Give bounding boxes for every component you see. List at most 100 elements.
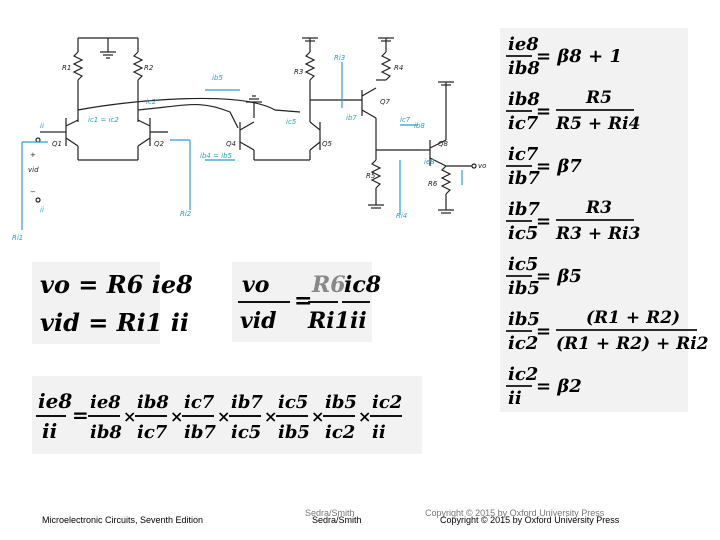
ib4-label: ib4 = ib5 bbox=[200, 152, 233, 160]
right-eq-rhs-num-5: (R1 + R2) bbox=[586, 308, 680, 328]
ic1-label: ic1 = ic2 bbox=[88, 116, 119, 124]
right-eq-rhs-den-1: R5 + Ri4 bbox=[555, 114, 640, 134]
authors-a: Sedra/Smith bbox=[305, 508, 355, 518]
right-eq-den-3: ic5 bbox=[508, 223, 538, 244]
chain-factor-num-2: ic7 bbox=[184, 392, 215, 413]
right-eq-den-5: ic2 bbox=[508, 333, 538, 354]
gain-lhs-den: vid bbox=[240, 308, 277, 334]
right-eq-rhs-2: = β7 bbox=[536, 156, 582, 177]
q1-label: Q1 bbox=[52, 140, 62, 148]
vo-vid-panel bbox=[32, 262, 160, 344]
chain-times-4: × bbox=[311, 407, 324, 426]
book-title: Microelectronic Circuits, Seventh Editio… bbox=[42, 515, 204, 525]
right-eq-rhs-den-3: R3 + Ri3 bbox=[555, 224, 641, 244]
ri2-label: Ri2 bbox=[180, 210, 192, 218]
r5-label: R5 bbox=[366, 172, 376, 180]
right-eq-num-3: ib7 bbox=[508, 199, 540, 220]
chain-factor-num-1: ib8 bbox=[137, 392, 169, 413]
chain-factor-num-4: ic5 bbox=[278, 392, 308, 413]
vid-label: vid bbox=[28, 166, 39, 174]
ic5-label: ic5 bbox=[286, 118, 297, 126]
copyright-b: Copyright © 2015 by Oxford University Pr… bbox=[440, 515, 620, 525]
chain-factor-den-2: ib7 bbox=[184, 422, 216, 443]
minus-sign: − bbox=[30, 188, 36, 196]
svg-text:=: = bbox=[294, 288, 312, 314]
q4-label: Q4 bbox=[226, 140, 236, 148]
q7-label: Q7 bbox=[380, 98, 391, 106]
chain-factor-num-6: ic2 bbox=[372, 392, 402, 413]
right-eq-rhs-0: = β8 + 1 bbox=[536, 46, 622, 67]
right-eq-den-0: ib8 bbox=[508, 58, 540, 79]
r4-label: R4 bbox=[394, 64, 403, 72]
gain-ratio-equation: vo vid = R6 Ri1 ic8 ii bbox=[238, 272, 381, 334]
chain-times-2: × bbox=[217, 407, 230, 426]
right-eq-rhs-num-1: R5 bbox=[585, 88, 612, 108]
plus-sign: + bbox=[30, 151, 36, 159]
gain-rhs-num2: ic8 bbox=[344, 272, 381, 298]
right-eq-equals-5: = bbox=[536, 321, 551, 342]
right-eq-den-4: ib5 bbox=[508, 278, 540, 299]
gain-lhs-num: vo bbox=[242, 272, 269, 298]
chain-factor-den-6: ii bbox=[372, 422, 386, 443]
right-eq-rhs-num-3: R3 bbox=[585, 198, 612, 218]
right-eq-rhs-den-5: (R1 + R2) + Ri2 bbox=[556, 334, 709, 354]
right-eq-num-0: ie8 bbox=[508, 34, 539, 55]
ii-label: ii bbox=[40, 122, 44, 130]
ii-label-2: ii bbox=[40, 206, 44, 214]
chain-equals: = bbox=[72, 403, 89, 427]
right-eq-equals-3: = bbox=[536, 211, 551, 232]
right-eq-num-6: ic2 bbox=[508, 364, 538, 385]
ri3-label: Ri3 bbox=[334, 54, 345, 62]
r2-label: R2 bbox=[144, 64, 154, 72]
q2-label: Q2 bbox=[154, 140, 165, 148]
q8-label: Q8 bbox=[438, 140, 449, 148]
chain-factor-num-0: ie8 bbox=[90, 392, 121, 413]
chain-equation: ie8ii=ie8ib8×ib8ic7×ic7ib7×ib7ic5×ic5ib5… bbox=[36, 389, 402, 443]
vid-equation: vid = Ri1 ii bbox=[40, 308, 190, 337]
chain-times-5: × bbox=[358, 407, 371, 426]
right-eq-den-2: ib7 bbox=[508, 168, 540, 189]
chain-times-1: × bbox=[170, 407, 183, 426]
chain-lhs-den: ii bbox=[42, 419, 57, 443]
chain-times-0: × bbox=[123, 407, 136, 426]
chain-factor-num-3: ib7 bbox=[231, 392, 263, 413]
copyright-a: Copyright © 2015 by Oxford University Pr… bbox=[425, 508, 605, 518]
r3-label: R3 bbox=[294, 68, 303, 76]
right-eq-rhs-6: = β2 bbox=[536, 376, 582, 397]
right-eq-num-1: ib8 bbox=[508, 89, 540, 110]
chain-factor-den-1: ic7 bbox=[137, 422, 168, 443]
ic7-label: ic7 bbox=[400, 116, 411, 124]
chain-lhs-num: ie8 bbox=[38, 389, 72, 413]
right-eq-rhs-4: = β5 bbox=[536, 266, 582, 287]
right-eq-den-6: ii bbox=[508, 388, 522, 409]
ic2-label: ic2 bbox=[146, 98, 157, 106]
circuit-diagram: R1 R2 R3 R4 R5 R6 Q1 Q2 Q4 Q5 Q7 Q8 vid … bbox=[12, 37, 486, 242]
ib7-label: ib7 bbox=[346, 114, 357, 122]
vo-label: vo bbox=[478, 162, 486, 170]
right-eq-den-1: ic7 bbox=[508, 113, 539, 134]
r1-label: R1 bbox=[62, 64, 71, 72]
chain-factor-den-3: ic5 bbox=[231, 422, 261, 443]
chain-factor-den-4: ib5 bbox=[278, 422, 310, 443]
ib5-label: ib5 bbox=[212, 74, 223, 82]
chain-factor-den-5: ic2 bbox=[325, 422, 355, 443]
chain-times-3: × bbox=[264, 407, 277, 426]
gain-rhs-den2: ii bbox=[350, 308, 367, 334]
ri1-label: Ri1 bbox=[12, 234, 23, 242]
right-eq-equals-1: = bbox=[536, 101, 551, 122]
vo-equation: vo = R6 ie8 bbox=[40, 270, 193, 299]
q5-label: Q5 bbox=[322, 140, 333, 148]
r6-label: R6 bbox=[428, 180, 438, 188]
gain-rhs-den1: Ri1 bbox=[307, 308, 350, 334]
right-eq-num-4: ic5 bbox=[508, 254, 538, 275]
right-eq-num-5: ib5 bbox=[508, 309, 540, 330]
right-eq-num-2: ic7 bbox=[508, 144, 539, 165]
ri4-label: Ri4 bbox=[396, 212, 407, 220]
gain-rhs-num1: R6 bbox=[311, 272, 346, 298]
ib8-label: ib8 bbox=[414, 122, 425, 130]
chain-factor-den-0: ib8 bbox=[90, 422, 122, 443]
authors-b: Sedra/Smith bbox=[312, 515, 362, 525]
ie8-label: ie8 bbox=[424, 158, 435, 166]
chain-factor-num-5: ib5 bbox=[325, 392, 357, 413]
